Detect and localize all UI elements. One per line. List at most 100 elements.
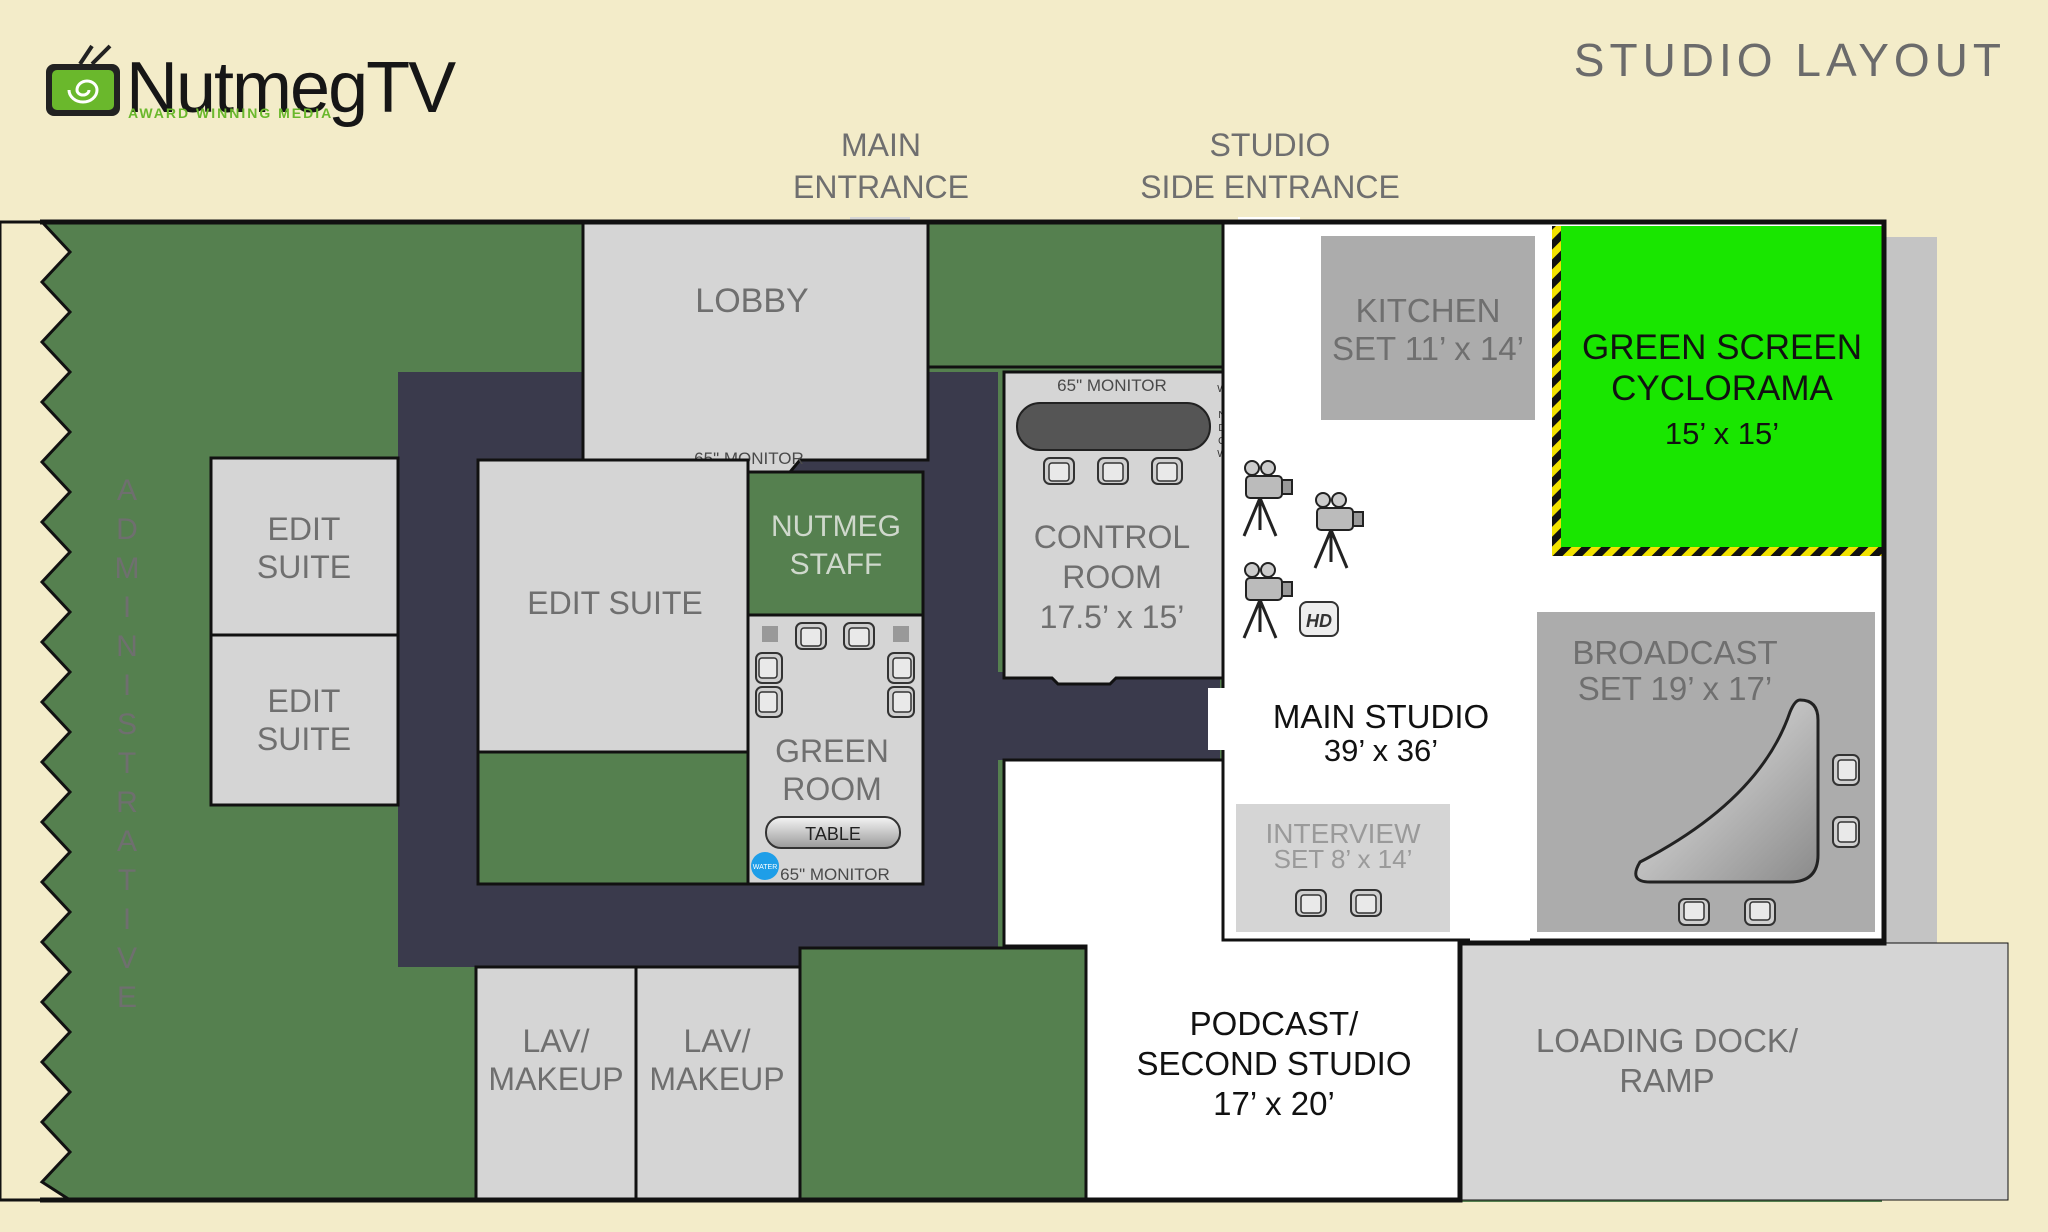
green-room-line1: GREEN [775, 733, 889, 769]
svg-text:E: E [117, 981, 137, 1014]
broadcast-set: BROADCAST SET 19’ x 17’ [1537, 612, 1875, 932]
green-room: GREEN ROOM TABLE WATER 65" MONITOR [746, 613, 925, 886]
side-entrance-line2: SIDE ENTRANCE [1140, 169, 1400, 205]
green-block-top [926, 220, 1225, 369]
green-room-line2: ROOM [782, 771, 882, 807]
loading-dock-line2: RAMP [1619, 1062, 1714, 1099]
main-entrance-line2: ENTRANCE [793, 169, 969, 205]
ramp-strip [1884, 237, 1937, 943]
side-entrance-line1: STUDIO [1210, 127, 1331, 163]
podcast-line3: 17’ x 20’ [1213, 1085, 1335, 1122]
kitchen-set: KITCHEN SET 11’ x 14’ [1321, 236, 1535, 420]
loading-dock: LOADING DOCK/ RAMP [1459, 237, 2009, 1201]
control-monitor-label: 65" MONITOR [1057, 376, 1167, 395]
armchair-icon [795, 622, 827, 650]
green-room-monitor-label: 65" MONITOR [780, 865, 890, 884]
main-studio-line1: MAIN STUDIO [1273, 698, 1489, 735]
operator-chair-icon [1151, 457, 1183, 485]
svg-text:I: I [123, 591, 131, 624]
lav-makeup-2: LAV/ MAKEUP [634, 965, 802, 1202]
edit-suite-2-line1: EDIT [268, 683, 341, 719]
nutmeg-staff-room: NUTMEG STAFF [746, 470, 925, 617]
anchor-chair-icon [1678, 898, 1710, 926]
broadcast-line1: BROADCAST [1572, 634, 1777, 671]
interview-chair-icon [1350, 889, 1382, 917]
edit-suite-1: EDIT SUITE [209, 456, 400, 637]
edit-suite-main-label: EDIT SUITE [527, 585, 702, 621]
logo-wordmark: NutmegTV [126, 48, 456, 128]
table-label: TABLE [805, 824, 861, 844]
lav-2-line2: MAKEUP [649, 1061, 784, 1097]
page-title: STUDIO LAYOUT [1574, 34, 2006, 86]
control-room-line2: ROOM [1062, 559, 1162, 595]
broadcast-line2: SET 19’ x 17’ [1578, 670, 1772, 707]
armchair-icon [887, 686, 915, 718]
interview-line2: SET 8’ x 14’ [1274, 844, 1413, 874]
green-screen-cyclorama: GREEN SCREEN CYCLORAMA 15’ x 15’ [1552, 226, 1882, 556]
main-studio-line2: 39’ x 36’ [1324, 733, 1438, 768]
svg-text:M: M [115, 552, 140, 585]
edit-suite-1-line2: SUITE [257, 549, 351, 585]
operator-chair-icon [1097, 457, 1129, 485]
svg-text:D: D [116, 513, 138, 546]
svg-text:T: T [118, 864, 136, 897]
svg-text:A: A [117, 474, 137, 507]
news-desk [1634, 698, 1820, 884]
side-table [762, 626, 778, 642]
podcast-line2: SECOND STUDIO [1136, 1045, 1411, 1082]
svg-text:HD: HD [1306, 611, 1332, 631]
armchair-icon [887, 652, 915, 684]
green-block-inner [476, 750, 750, 886]
control-room-line3: 17.5’ x 15’ [1040, 599, 1185, 635]
anchor-chair-icon [1744, 898, 1776, 926]
podcast-line1: PODCAST/ [1190, 1005, 1360, 1042]
svg-text:I: I [123, 903, 131, 936]
lobby-room: LOBBY 65" MONITOR [581, 217, 930, 474]
svg-text:A: A [117, 825, 137, 858]
svg-text:I: I [123, 669, 131, 702]
loading-dock-line1: LOADING DOCK/ [1536, 1022, 1799, 1059]
lav-1-line1: LAV/ [523, 1023, 590, 1059]
podcast-studio: PODCAST/ SECOND STUDIO 17’ x 20’ [1002, 758, 1462, 1202]
water-label: WATER [753, 864, 778, 871]
green-screen-line1: GREEN SCREEN [1582, 328, 1862, 367]
svg-text:R: R [116, 786, 138, 819]
building-outline [40, 219, 1887, 1203]
kitchen-line2: SET 11’ x 14’ [1332, 330, 1524, 367]
main-entrance-line1: MAIN [841, 127, 921, 163]
anchor-chair-icon [1832, 816, 1860, 848]
operator-chair-icon [1043, 457, 1075, 485]
armchair-icon [843, 622, 875, 650]
kitchen-line1: KITCHEN [1356, 292, 1501, 329]
anchor-chair-icon [1832, 754, 1860, 786]
nutmegtv-logo: NutmegTV AWARD WINNING MEDIA [46, 44, 458, 128]
svg-text:T: T [118, 747, 136, 780]
edit-suite-main: EDIT SUITE [476, 458, 750, 754]
water-cooler-icon [751, 852, 779, 880]
green-block-bottom [798, 946, 1088, 1202]
nutmeg-staff-line1: NUTMEG [771, 510, 901, 543]
tv-icon [46, 44, 120, 116]
break-line-edge [0, 220, 76, 1202]
hd-badge: HD [1299, 601, 1339, 637]
interview-set: INTERVIEW SET 8’ x 14’ [1236, 804, 1450, 932]
interview-line1: INTERVIEW [1265, 818, 1421, 849]
interview-chair-icon [1295, 889, 1327, 917]
lobby-label: LOBBY [695, 282, 808, 320]
armchair-icon [755, 652, 783, 684]
side-table [893, 626, 909, 642]
control-desk [1016, 402, 1211, 451]
lav-makeup-1: LAV/ MAKEUP [474, 965, 638, 1202]
edit-suite-2-line2: SUITE [257, 721, 351, 757]
svg-text:N: N [116, 630, 138, 663]
edit-suite-1-line1: EDIT [268, 511, 341, 547]
control-room-line1: CONTROL [1034, 519, 1190, 555]
green-screen-line2: CYCLORAMA [1611, 369, 1833, 408]
administrative-label: A D M I N I S T R A T I V E [115, 474, 140, 1014]
svg-text:V: V [117, 942, 137, 975]
green-screen-line3: 15’ x 15’ [1665, 416, 1779, 451]
edit-suite-2: EDIT SUITE [209, 633, 400, 807]
armchair-icon [755, 686, 783, 718]
lav-1-line2: MAKEUP [488, 1061, 623, 1097]
